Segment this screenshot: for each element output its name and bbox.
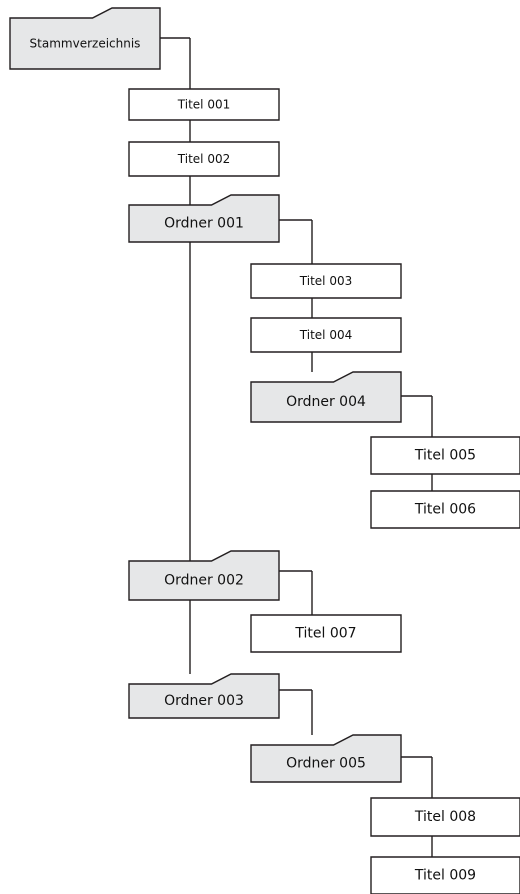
folder-icon	[250, 371, 402, 423]
file-box	[250, 614, 402, 653]
tree-node-titel-002[interactable]: Titel 002	[128, 141, 280, 177]
tree-node-titel-009[interactable]: Titel 009	[370, 856, 520, 894]
file-box	[128, 88, 280, 121]
folder-icon	[250, 734, 402, 783]
folder-icon	[128, 673, 280, 719]
file-box	[370, 490, 520, 529]
tree-node-label: Ordner 002	[164, 573, 244, 589]
file-box	[370, 797, 520, 837]
tree-node-titel-003[interactable]: Titel 003	[250, 263, 402, 299]
file-box	[128, 141, 280, 177]
file-box	[370, 436, 520, 475]
tree-node-ordner-001[interactable]: Ordner 001	[128, 194, 280, 243]
tree-node-titel-005[interactable]: Titel 005	[370, 436, 520, 475]
tree-node-titel-007[interactable]: Titel 007	[250, 614, 402, 653]
tree-node-label: Titel 003	[299, 274, 352, 288]
tree-node-titel-006[interactable]: Titel 006	[370, 490, 520, 529]
tree-node-titel-004[interactable]: Titel 004	[250, 317, 402, 353]
tree-node-label: Titel 002	[177, 152, 230, 166]
tree-node-label: Ordner 005	[286, 756, 366, 772]
tree-node-ordner-003[interactable]: Ordner 003	[128, 673, 280, 719]
file-box	[250, 263, 402, 299]
tree-node-label: Titel 006	[414, 502, 476, 518]
file-box	[250, 317, 402, 353]
tree-node-root[interactable]: Stammverzeichnis	[9, 7, 161, 70]
tree-node-label: Ordner 004	[286, 394, 366, 410]
tree-node-label: Titel 004	[299, 328, 352, 342]
folder-icon	[9, 7, 161, 70]
tree-node-ordner-005[interactable]: Ordner 005	[250, 734, 402, 783]
file-box	[370, 856, 520, 894]
tree-node-ordner-002[interactable]: Ordner 002	[128, 550, 280, 601]
tree-node-label: Titel 005	[414, 448, 476, 464]
tree-node-label: Stammverzeichnis	[30, 37, 141, 51]
tree-node-label: Titel 009	[414, 868, 476, 884]
tree-node-label: Ordner 001	[164, 216, 244, 232]
tree-node-label: Ordner 003	[164, 693, 244, 709]
folder-icon	[128, 194, 280, 243]
tree-node-ordner-004[interactable]: Ordner 004	[250, 371, 402, 423]
folder-icon	[128, 550, 280, 601]
tree-node-label: Titel 008	[414, 809, 476, 825]
tree-node-titel-008[interactable]: Titel 008	[370, 797, 520, 837]
tree-node-label: Titel 007	[294, 626, 356, 642]
tree-node-label: Titel 001	[177, 98, 230, 112]
tree-node-titel-001[interactable]: Titel 001	[128, 88, 280, 121]
